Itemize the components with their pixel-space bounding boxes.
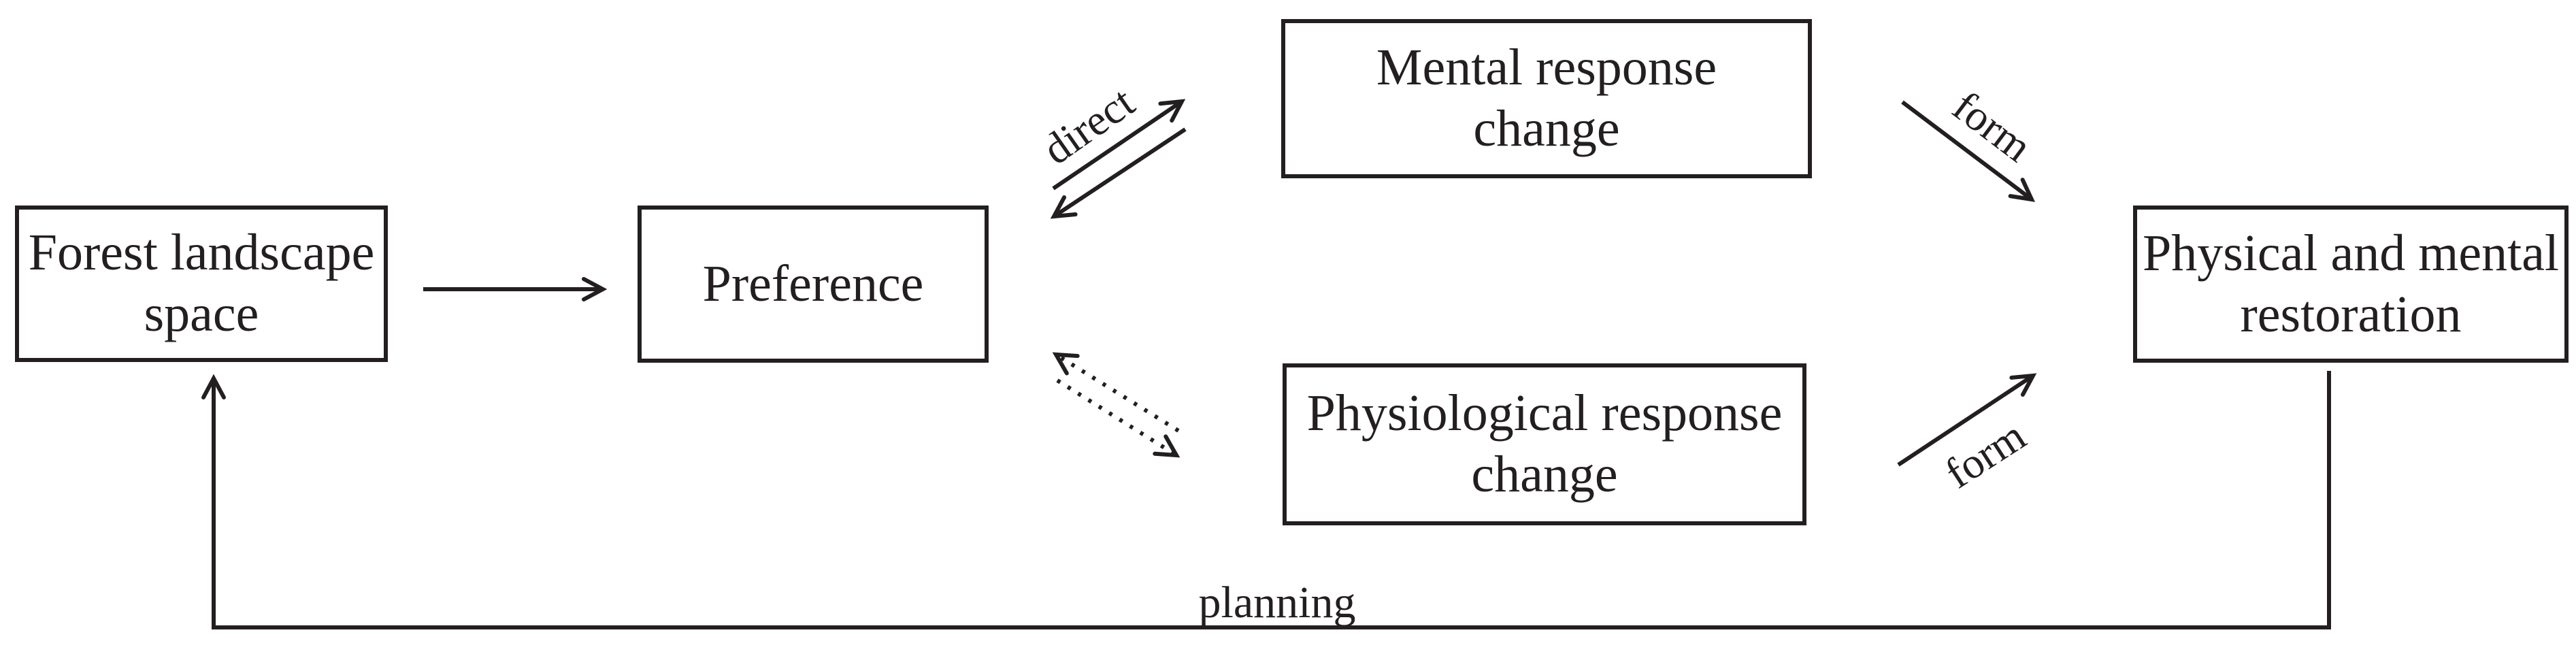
node-mental-response-change-label: Mental response change [1376,39,1717,157]
node-forest-landscape-space: Forest landscape space [15,206,388,362]
arrow-mental-to-preference [1050,127,1187,219]
node-forest-landscape-space-label: Forest landscape space [28,224,375,342]
node-physical-mental-restoration: Physical and mental restoration [2133,206,2569,363]
arrow-physiological-to-restoration [1897,373,2037,467]
node-preference-label: Preference [702,255,924,312]
node-physiological-response-change-label: Physiological response change [1306,384,1783,503]
arrow-preference-to-physiological-dashed [1056,378,1180,458]
node-mental-response-change: Mental response change [1281,19,1812,178]
node-physiological-response-change: Physiological response change [1283,363,1806,525]
edge-label-planning: planning [1198,578,1356,627]
node-physical-mental-restoration-label: Physical and mental restoration [2142,224,2560,343]
arrow-physiological-to-preference-dashed [1052,352,1180,433]
arrow-mental-to-restoration [1901,100,2036,202]
node-preference: Preference [638,206,989,363]
arrow-restoration-to-forest-feedback [201,371,2331,629]
arrow-preference-to-mental [1052,99,1186,191]
